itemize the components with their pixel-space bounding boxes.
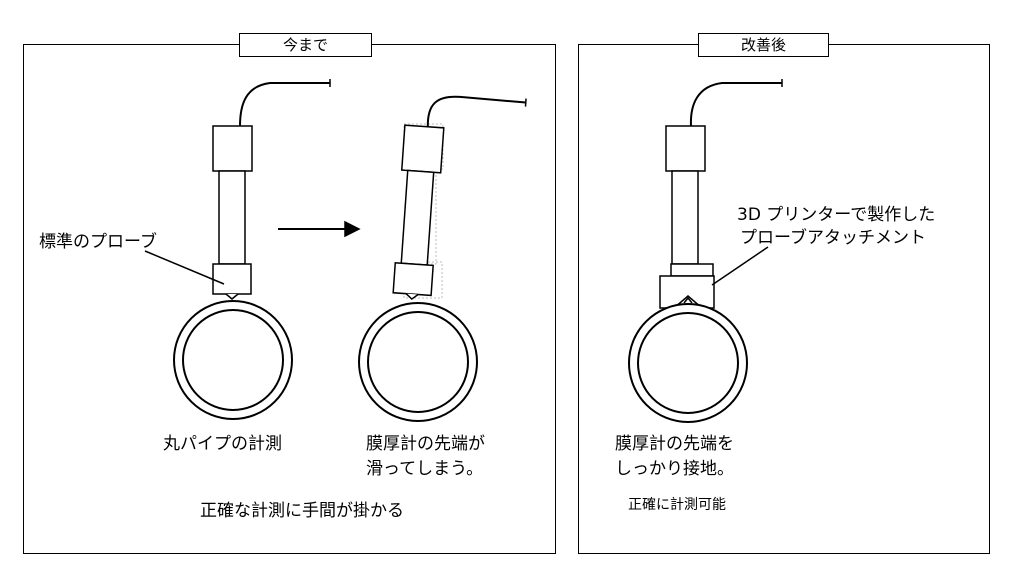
slip-label-line2: 滑ってしまう。	[366, 459, 484, 479]
attachment-label-line1: 3D プリンターで製作した	[737, 205, 936, 225]
round-pipe-middle	[358, 302, 478, 422]
probe-leader-line	[144, 250, 225, 285]
attachment-leader-line	[711, 246, 769, 286]
contact-label-line1: 膜厚計の先端を	[615, 434, 734, 454]
probe-with-attachment	[659, 79, 783, 309]
round-pipe-right	[628, 303, 748, 423]
contact-label-line2: しっかり接地。	[615, 459, 734, 479]
pipe-measurement-label: 丸パイプの計測	[163, 434, 282, 454]
arrow-head	[344, 220, 361, 238]
standard-probe	[212, 79, 331, 300]
round-pipe	[173, 300, 293, 420]
slipping-probe	[392, 95, 527, 301]
after-panel-title: 改善後	[698, 33, 829, 57]
before-panel-title: 今まで	[239, 33, 372, 57]
attachment-label-line2: プローブアタッチメント	[740, 228, 926, 248]
after-conclusion: 正確に計測可能	[628, 497, 726, 513]
slip-label-line1: 膜厚計の先端が	[366, 434, 485, 454]
before-conclusion: 正確な計測に手間が掛かる	[200, 501, 404, 521]
standard-probe-label: 標準のプローブ	[39, 232, 157, 252]
